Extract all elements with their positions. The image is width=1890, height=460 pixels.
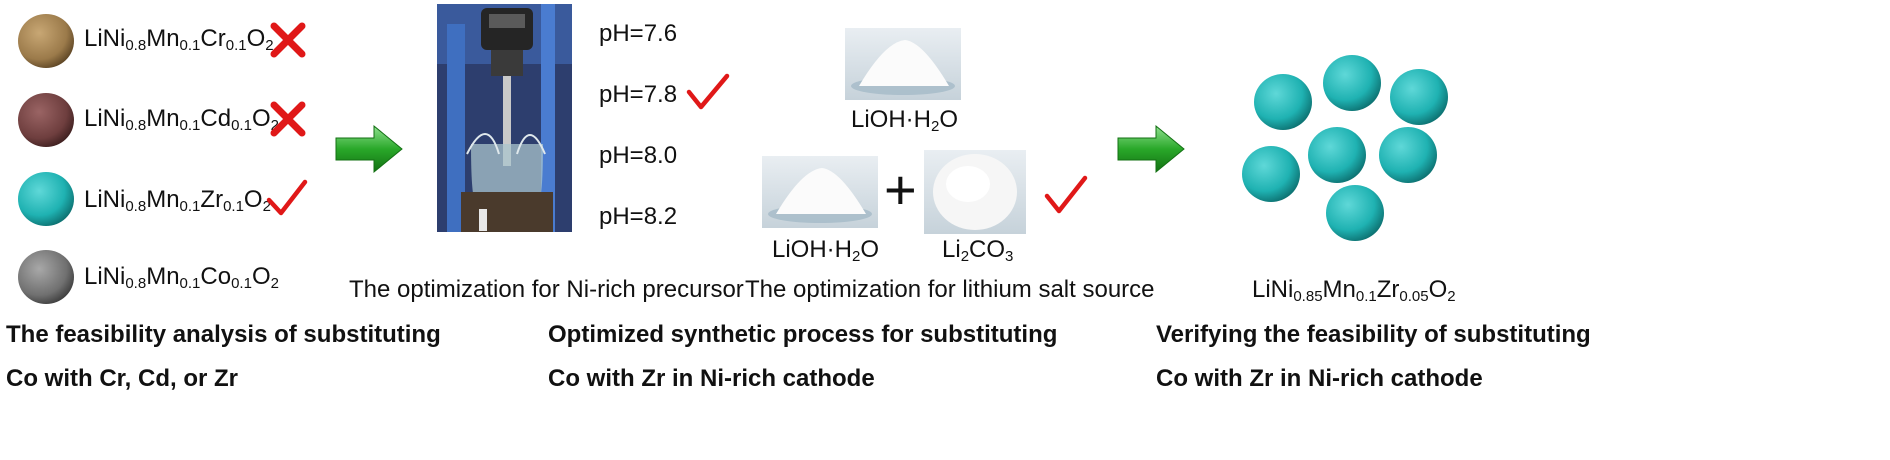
- formula-subscript: 2: [270, 117, 279, 134]
- panel1-heading-line2: Co with Cr, Cd, or Zr: [6, 365, 238, 392]
- panel3-heading-line2: Co with Zr in Ni-rich cathode: [1156, 365, 1483, 392]
- cross-icon: [270, 22, 306, 58]
- formula-text: O: [860, 236, 880, 263]
- formula-subscript: 0.1: [231, 275, 252, 292]
- formula-co: LiNi0.8Mn0.1Co0.1O2: [84, 263, 279, 291]
- particle: [1323, 55, 1381, 111]
- formula-zr: LiNi0.8Mn0.1Zr0.1O2: [84, 186, 271, 214]
- formula-subscript: 0.1: [179, 275, 201, 292]
- formula-text: CO: [969, 236, 1006, 263]
- formula-subscript: 2: [852, 248, 861, 265]
- formula-subscript: 3: [1005, 248, 1014, 265]
- formula-subscript: 0.8: [125, 117, 147, 134]
- green-arrow-icon: [335, 124, 403, 174]
- particle: [1379, 127, 1437, 183]
- ph-value: pH=8.0: [599, 142, 678, 169]
- green-arrow-icon: [1117, 124, 1185, 174]
- particle: [1308, 127, 1366, 183]
- ph-value: pH=8.2: [599, 203, 678, 230]
- particle: [1254, 74, 1312, 130]
- formula-subscript: 0.8: [125, 275, 147, 292]
- particle: [1242, 146, 1300, 202]
- formula-subscript: 0.1: [231, 117, 252, 134]
- formula-text: Co: [200, 263, 232, 290]
- formula-text: Zr: [1376, 276, 1400, 303]
- formula-text: Mn: [146, 25, 180, 52]
- formula-subscript: 2: [1447, 288, 1456, 305]
- formula-text: O: [251, 263, 271, 290]
- caption-precursor: The optimization for Ni-rich precursor: [349, 276, 744, 303]
- formula-text: Zr: [200, 186, 224, 213]
- cr-doped-particle-icon: [18, 14, 74, 68]
- formula-text: LiNi: [84, 25, 126, 52]
- ph-value: pH=7.8: [599, 81, 678, 108]
- zr-particle-cluster-icon: [1242, 55, 1448, 241]
- lioh-powder-photo: [845, 28, 961, 100]
- panel2-heading-line1: Optimized synthetic process for substitu…: [548, 321, 1058, 348]
- formula-text: Mn: [1322, 276, 1356, 303]
- formula-subscript: 2: [960, 248, 970, 265]
- formula-subscript: 0.8: [125, 198, 147, 215]
- salt-top-label: LiOH·H2O: [851, 106, 958, 134]
- formula-cr: LiNi0.8Mn0.1Cr0.1O2: [84, 25, 274, 53]
- plus-sign: +: [884, 158, 917, 221]
- check-icon: [1044, 175, 1088, 214]
- cd-doped-particle-icon: [18, 93, 74, 147]
- cross-icon: [270, 101, 306, 137]
- formula-subscript: 2: [265, 37, 274, 54]
- salt-right-label: Li2CO3: [942, 236, 1013, 264]
- formula-subscript: 0.1: [179, 198, 201, 215]
- panel3-heading: Verifying the feasibility of substitutin…: [1156, 313, 1591, 401]
- formula-subscript: 0.85: [1293, 288, 1323, 305]
- formula-text: LiOH·H: [851, 106, 932, 133]
- panel1-heading: The feasibility analysis of substituting…: [6, 313, 441, 401]
- panel2-heading-line2: Co with Zr in Ni-rich cathode: [548, 365, 875, 392]
- salt-left-label: LiOH·H2O: [772, 236, 879, 264]
- formula-text: LiNi: [84, 186, 126, 213]
- caption-salt: The optimization for lithium salt source: [745, 276, 1155, 303]
- formula-text: Mn: [146, 263, 180, 290]
- formula-subscript: 2: [262, 198, 271, 215]
- formula-subscript: 0.8: [125, 37, 147, 54]
- formula-subscript: 0.1: [223, 198, 244, 215]
- formula-text: O: [243, 186, 263, 213]
- formula-text: LiNi: [84, 263, 126, 290]
- lioh-powder-photo: [762, 156, 878, 228]
- formula-subscript: 0.1: [1355, 288, 1377, 305]
- formula-text: Mn: [146, 105, 180, 132]
- formula-text: O: [246, 25, 266, 52]
- ph-value: pH=7.6: [599, 20, 678, 47]
- panel2-heading: Optimized synthetic process for substitu…: [548, 313, 1057, 401]
- formula-text: Cd: [200, 105, 232, 132]
- formula-text: LiNi: [84, 105, 126, 132]
- formula-text: LiOH·H: [772, 236, 853, 263]
- formula-subscript: 0.05: [1399, 288, 1429, 305]
- formula-subscript: 2: [931, 118, 940, 135]
- check-icon: [266, 179, 308, 216]
- particle: [1390, 69, 1448, 125]
- formula-cd: LiNi0.8Mn0.1Cd0.1O2: [84, 105, 279, 133]
- formula-subscript: 2: [270, 275, 279, 292]
- particle: [1326, 185, 1384, 241]
- formula-text: Li: [942, 236, 961, 263]
- check-icon: [686, 73, 730, 110]
- formula-text: O: [939, 106, 959, 133]
- formula-subscript: 0.1: [225, 37, 247, 54]
- formula-text: Mn: [146, 186, 180, 213]
- formula-final: LiNi0.85Mn0.1Zr0.05O2: [1252, 276, 1456, 304]
- formula-subscript: 0.1: [179, 37, 201, 54]
- formula-text: O: [251, 105, 271, 132]
- panel3-heading-line1: Verifying the feasibility of substitutin…: [1156, 321, 1591, 348]
- formula-text: Cr: [200, 25, 226, 52]
- co-particle-icon: [18, 250, 74, 304]
- reactor-photo: [437, 4, 572, 232]
- li2co3-powder-photo: [924, 150, 1026, 234]
- formula-text: O: [1428, 276, 1448, 303]
- formula-text: LiNi: [1252, 276, 1294, 303]
- formula-subscript: 0.1: [179, 117, 201, 134]
- zr-doped-particle-icon: [18, 172, 74, 226]
- panel1-heading-line1: The feasibility analysis of substituting: [6, 321, 441, 348]
